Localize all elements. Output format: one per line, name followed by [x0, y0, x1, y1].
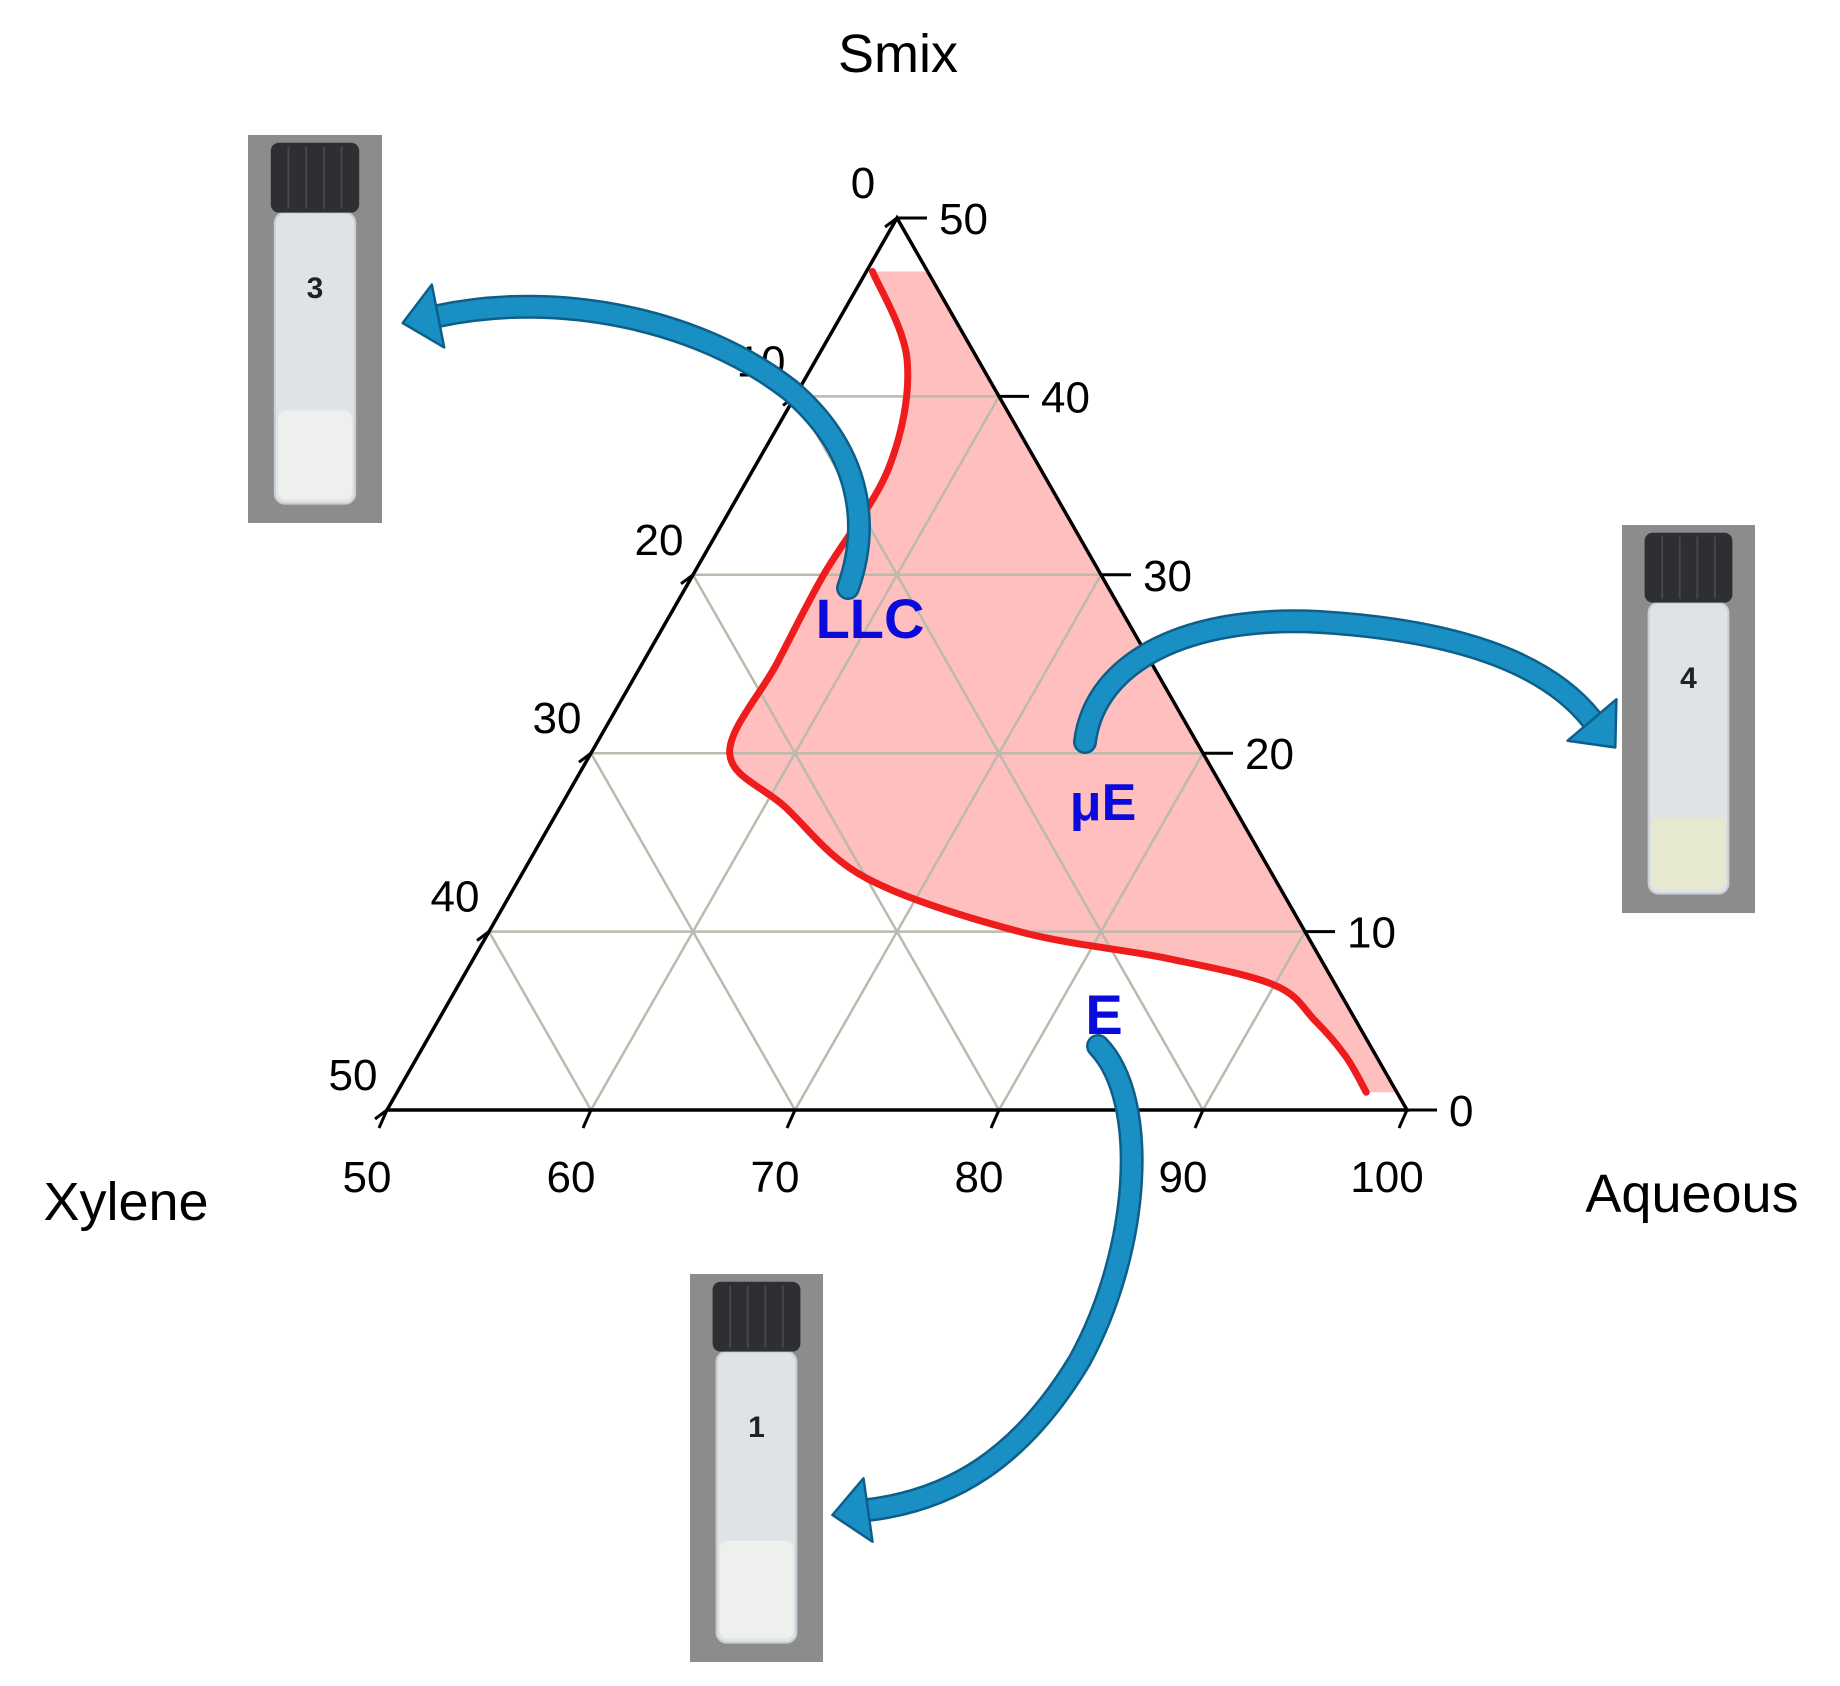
vial-number-label: 4	[1680, 662, 1697, 695]
annotation-arrows	[401, 283, 1618, 1543]
region-label-microemulsion: μE	[1070, 774, 1137, 832]
vial-liquid	[719, 1540, 794, 1639]
bottom-tick-label: 90	[1159, 1153, 1208, 1202]
phase-boundary	[726, 268, 1370, 1096]
grid-line-xylene	[487, 930, 593, 1111]
arrow-shaft	[1075, 611, 1602, 752]
vial-cap	[712, 1281, 801, 1352]
left-tick-label: 0	[851, 159, 875, 208]
left-tick	[374, 1108, 388, 1121]
left-tick-label: 50	[329, 1051, 378, 1100]
left-tick	[680, 573, 694, 585]
region-labels: LLC μE E	[816, 587, 1137, 1046]
bottom-tick-label: 70	[751, 1153, 800, 1202]
left-tick	[884, 216, 898, 229]
vial-number-label: 1	[748, 1411, 765, 1444]
arrow-microemulsion-to-vial	[1073, 609, 1618, 754]
region-label-emulsion: E	[1085, 983, 1122, 1046]
bottom-tick-label: 60	[547, 1153, 596, 1202]
right-tick-label: 30	[1143, 552, 1192, 601]
axis-label-xylene: Xylene	[43, 1172, 208, 1232]
right-tick-label: 50	[939, 195, 988, 244]
vial-photo-1: 1	[690, 1274, 823, 1662]
left-tick	[476, 930, 490, 942]
arrow-head	[831, 1477, 874, 1543]
bottom-tick	[1193, 1109, 1205, 1129]
grid-line-aqueous	[997, 752, 1205, 1111]
arrow-head	[1566, 698, 1618, 749]
right-tick-label: 10	[1347, 909, 1396, 958]
vial-photo-4: 4	[1622, 525, 1755, 913]
grid-line-xylene	[691, 574, 1001, 1111]
bottom-tick	[377, 1109, 389, 1129]
vial-cap	[270, 142, 360, 213]
vial-photo-3: 3	[248, 135, 382, 523]
bottom-tick	[1397, 1109, 1409, 1129]
bottom-tick-label: 100	[1350, 1153, 1423, 1202]
axis-label-aqueous: Aqueous	[1585, 1164, 1798, 1224]
arrow-llc-to-vial	[401, 283, 871, 600]
arrow-head	[401, 283, 446, 349]
axis-label-smix: Smix	[838, 24, 958, 84]
arrow-emulsion-to-vial	[831, 1034, 1144, 1543]
bottom-tick	[989, 1109, 1001, 1129]
bottom-tick-label: 80	[955, 1153, 1004, 1202]
microemulsion-region	[729, 271, 1397, 1093]
right-tick-label: 40	[1041, 373, 1090, 422]
left-tick	[578, 752, 592, 764]
grid-line-aqueous	[1201, 930, 1307, 1111]
microemulsion-region-fill	[729, 271, 1397, 1093]
right-tick-label: 0	[1449, 1087, 1473, 1136]
vial-cap	[1644, 532, 1733, 603]
vial-liquid	[1651, 817, 1726, 890]
arrow-shaft	[858, 1036, 1142, 1520]
arrow-shaft-outline	[856, 1034, 1144, 1522]
bottom-tick	[785, 1109, 797, 1129]
bottom-tick-label: 50	[343, 1153, 392, 1202]
phase-boundary-curve	[726, 268, 1370, 1096]
arrow-shaft	[428, 297, 869, 598]
vial-liquid	[277, 410, 353, 500]
region-label-llc: LLC	[816, 587, 925, 650]
grid-line-aqueous	[793, 574, 1103, 1111]
left-tick-label: 30	[533, 694, 582, 743]
left-tick-label: 20	[635, 516, 684, 565]
vial-number-label: 3	[307, 272, 324, 305]
left-tick-label: 40	[431, 873, 480, 922]
right-tick-label: 20	[1245, 730, 1294, 779]
bottom-tick	[581, 1109, 593, 1129]
grid-line-xylene	[589, 752, 797, 1111]
vial-photos: 3 4 1	[248, 135, 1755, 1662]
